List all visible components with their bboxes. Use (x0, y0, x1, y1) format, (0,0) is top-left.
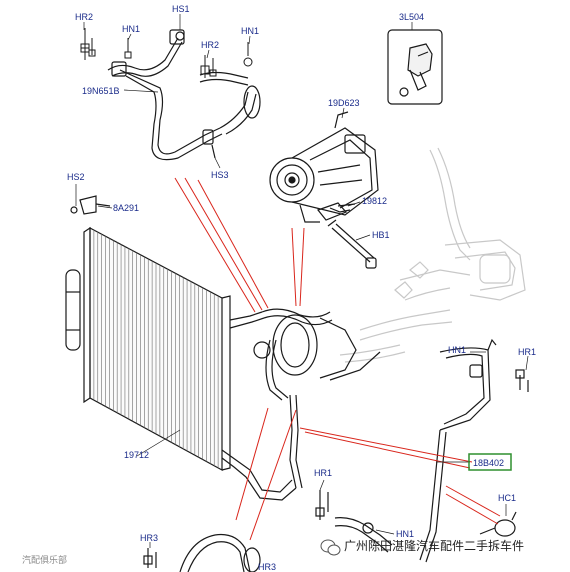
label-19812: 19812 (362, 196, 387, 206)
label-hs1: HS1 (172, 4, 190, 14)
label-hr3-bottom: HR3 (258, 562, 276, 572)
label-hn1-bottom: HN1 (396, 529, 414, 539)
label-hr2-top-mid: HR2 (201, 40, 219, 50)
bolt-hb1 (327, 219, 377, 269)
fitting-hc1 (479, 511, 517, 537)
part-highlight-box (468, 453, 512, 471)
label-hr1-bottom: HR1 (314, 468, 332, 478)
label-hr2-top-left: HR2 (75, 12, 93, 22)
label-19n651b: 19N651B (82, 86, 120, 96)
red-leader-lines (174, 177, 501, 541)
part-labels: HR2 HS1 HN1 HR2 HN1 19N651B HS3 3L504 19… (67, 4, 536, 572)
refrigerant-hose-assembly (253, 308, 529, 563)
watermark-text: 广州陈田湛隆汽车配件二手拆车件 (344, 538, 524, 553)
wechat-logo-icon (320, 539, 341, 556)
lower-hose-assembly (315, 490, 393, 553)
label-hn1-top: HN1 (122, 24, 140, 34)
label-hb1: HB1 (372, 230, 390, 240)
label-hc1: HC1 (498, 493, 516, 503)
label-hn1-right: HN1 (448, 345, 466, 355)
label-hr3-left: HR3 (140, 533, 158, 543)
watermark: 广州陈田湛隆汽车配件二手拆车件 汽配俱乐部 (22, 538, 524, 566)
label-leaders (75, 14, 529, 548)
condenser-19712 (65, 195, 297, 501)
label-19d623: 19D623 (328, 98, 360, 108)
connector-3l504 (387, 29, 443, 105)
suction-hose-19n651b (107, 29, 261, 161)
label-hr1-right: HR1 (518, 347, 536, 357)
bottom-hose-hr3 (143, 533, 261, 572)
label-19712: 19712 (124, 450, 149, 460)
label-hn1-top-right: HN1 (241, 26, 259, 36)
watermark-left-text: 汽配俱乐部 (22, 554, 67, 566)
label-hs2: HS2 (67, 172, 85, 182)
ghost-vehicle-structure (339, 147, 526, 363)
label-hs3: HS3 (211, 170, 229, 180)
label-18b402: 18B402 (473, 458, 504, 468)
compressor-19d623 (269, 111, 379, 223)
label-3l504: 3L504 (399, 12, 424, 22)
label-8a291: 8A291 (113, 203, 139, 213)
fasteners-top (80, 28, 253, 78)
